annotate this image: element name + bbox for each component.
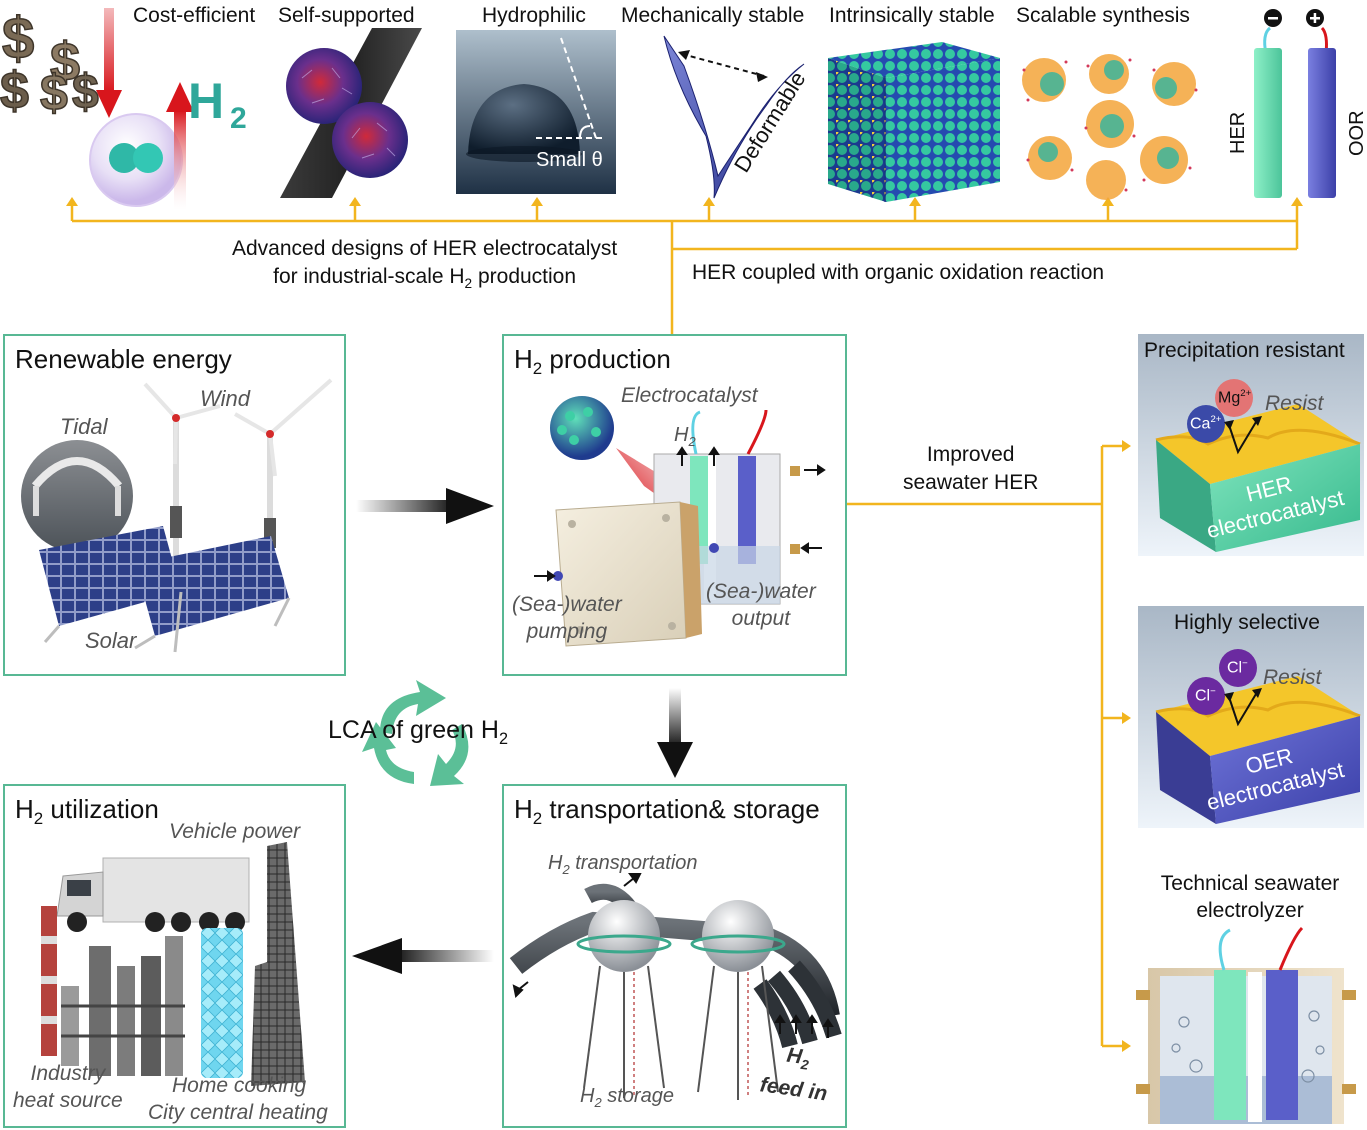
vehicle-power-label: Vehicle power (169, 820, 301, 843)
h2-transportation-label: H2 transportation (548, 852, 698, 877)
wind-label: Wind (200, 386, 250, 411)
ca-ion-label: Ca2+ (1190, 414, 1222, 433)
highly-selective-card: Highly selective Cl− Cl− Resist OER elec… (1138, 606, 1364, 828)
selective-resist-label: Resist (1263, 666, 1322, 689)
svg-text:$: $ (50, 32, 80, 92)
h2-production-title: H2 production (514, 344, 671, 379)
cl-ion-label-2: Cl− (1195, 686, 1216, 705)
hydrophilic-illustration: Small θ (456, 30, 616, 194)
precipitation-resistant-illustration (1138, 334, 1364, 556)
her-electrode-label: HER (1227, 112, 1249, 154)
arrow-production-to-transport (657, 688, 693, 778)
svg-text:$: $ (72, 66, 99, 119)
her-oor-electrodes-illustration: HER OOR (1227, 9, 1367, 198)
mg-ion-label: Mg2+ (1218, 388, 1252, 407)
svg-text:$: $ (0, 62, 29, 120)
feature-label-cost-efficient: Cost-efficient (133, 4, 256, 27)
highly-selective-illustration (1138, 606, 1364, 828)
utilization-illustration (41, 842, 305, 1086)
h2-feed-in-label: H2 feed in (758, 1043, 829, 1106)
svg-text:2: 2 (230, 102, 247, 135)
small-theta-label: Small θ (536, 149, 603, 171)
cost-efficient-illustration: $ $ $ $ $ H 2 (0, 5, 247, 210)
scalable-synthesis-illustration (1022, 54, 1198, 200)
h2-gas-label: H2 (674, 424, 696, 449)
h2-utilization-title: H2 utilization (15, 794, 159, 829)
feature-label-intrinsically-stable: Intrinsically stable (829, 4, 995, 27)
svg-text:$: $ (40, 65, 68, 121)
lca-recycle-icon (362, 680, 469, 786)
h2-production-panel: H2 production (502, 334, 847, 676)
renewable-energy-panel: Renewable energy (3, 334, 346, 676)
advanced-designs-label: Advanced designs of HER electrocatalyst … (232, 237, 618, 292)
technical-electrolyzer-title: Technical seawater electrolyzer (1160, 872, 1340, 922)
feature-label-mechanically-stable: Mechanically stable (621, 4, 805, 27)
feature-label-self-supported: Self-supported (278, 4, 415, 27)
oor-electrode-label: OOR (1346, 110, 1367, 156)
cl-ion-label-1: Cl− (1227, 658, 1248, 677)
h2-transport-storage-title: H2 transportation& storage (514, 794, 820, 829)
technical-electrolyzer-illustration (1136, 926, 1356, 1124)
city-heating-label: City central heating (148, 1101, 328, 1124)
renewable-energy-title: Renewable energy (15, 344, 232, 374)
intrinsically-stable-illustration (828, 42, 1000, 202)
lca-label: LCA of green H2 (328, 716, 508, 748)
improved-seawater-her-label: Improved seawater HER (903, 443, 1039, 494)
mechanically-stable-illustration: Deformable (663, 35, 811, 199)
her-coupled-label: HER coupled with organic oxidation react… (692, 261, 1105, 284)
arrow-renewable-to-production (356, 488, 494, 524)
seawater-output-label: (Sea-)water output (706, 580, 816, 630)
transport-storage-illustration (509, 873, 842, 1100)
h2-utilization-panel: H2 utilization (3, 784, 346, 1128)
feature-label-scalable-synthesis: Scalable synthesis (1016, 4, 1190, 27)
h2-storage-label: H2 storage (580, 1085, 674, 1110)
industry-heat-label: Industry heat source (13, 1062, 123, 1112)
tidal-label: Tidal (60, 414, 108, 439)
home-cooking-label: Home cooking (172, 1074, 307, 1097)
precipitation-resist-label: Resist (1265, 392, 1324, 415)
solar-label: Solar (85, 628, 137, 653)
precipitation-resistant-title: Precipitation resistant (1144, 339, 1345, 362)
h2-text: H (188, 73, 224, 129)
electrocatalyst-label: Electrocatalyst (621, 384, 758, 407)
self-supported-illustration (280, 28, 422, 198)
renewable-energy-illustration (21, 378, 333, 653)
h2-transport-storage-panel: H2 transportation& storage (502, 784, 847, 1128)
precipitation-resistant-card: Precipitation resistant Mg2+ Ca2+ Resist… (1138, 334, 1364, 556)
arrow-transport-to-utilization (352, 938, 494, 974)
electrolyzer-illustration (534, 396, 826, 647)
highly-selective-title: Highly selective (1174, 611, 1320, 634)
dollar-icon: $ (2, 6, 34, 71)
seawater-pumping-label: (Sea-)water pumping (512, 593, 622, 643)
feature-label-hydrophilic: Hydrophilic (482, 4, 586, 27)
